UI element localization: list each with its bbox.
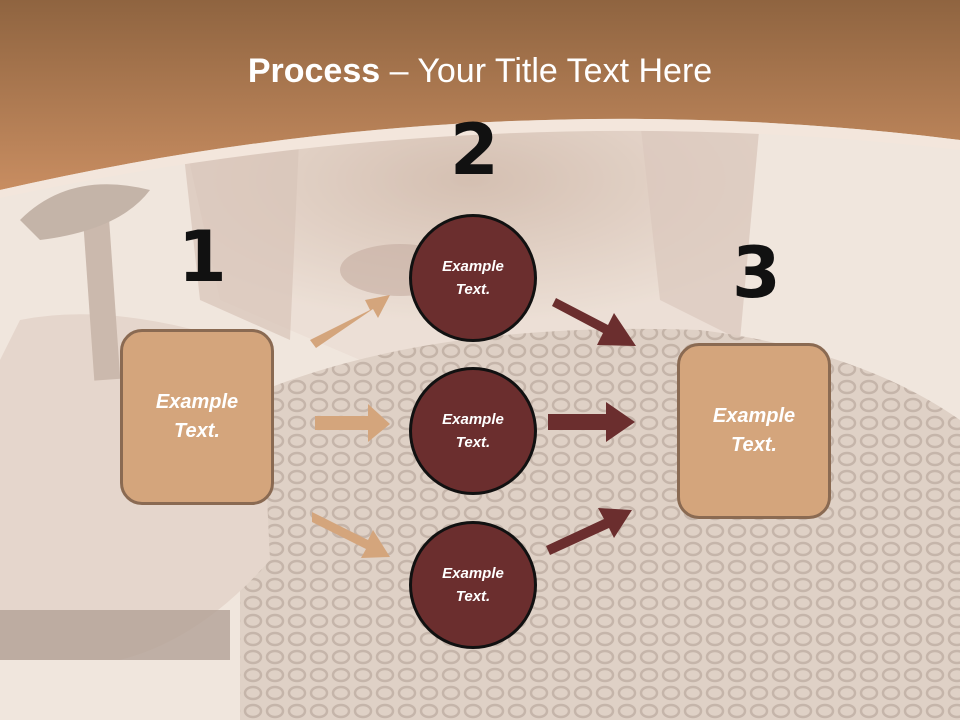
- step-number-3: 3: [732, 232, 781, 314]
- circle-top: Example Text.: [409, 214, 537, 342]
- title-rest: – Your Title Text Here: [380, 52, 713, 90]
- right-box: Example Text.: [677, 343, 831, 519]
- circle-bottom: Example Text.: [409, 521, 537, 649]
- arrow-left-to-top: [310, 295, 390, 348]
- circle-bottom-text: Example Text.: [442, 565, 504, 605]
- arrow-bottom-to-right: [546, 508, 632, 555]
- right-box-text: Example Text.: [712, 405, 796, 456]
- arrow-left-to-middle: [315, 404, 390, 442]
- left-box: Example Text.: [120, 329, 274, 505]
- title-bold: Process: [247, 52, 381, 90]
- circle-middle-text: Example Text.: [442, 411, 504, 451]
- step-number-2: 2: [450, 109, 499, 191]
- header-band: [0, 0, 960, 198]
- step-number-1: 1: [178, 216, 227, 298]
- circle-middle: Example Text.: [409, 367, 537, 495]
- arrow-middle-to-right: [548, 402, 635, 442]
- arrow-top-to-right: [552, 298, 636, 346]
- left-box-text: Example Text.: [155, 391, 239, 442]
- circle-top-text: Example Text.: [442, 258, 504, 298]
- slide-title: Process – Your Title Text Here: [0, 52, 960, 91]
- arrow-left-to-bottom: [312, 512, 390, 558]
